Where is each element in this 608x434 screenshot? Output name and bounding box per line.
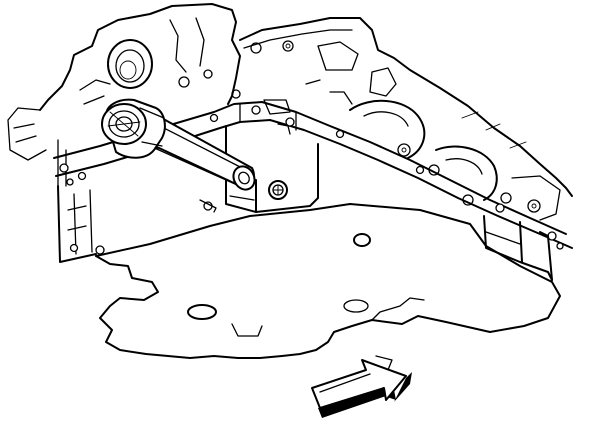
oil-pan (57, 125, 561, 371)
oil-filter-wrench (101, 98, 256, 191)
front-direction-arrow (311, 359, 412, 418)
engine-block (7, 3, 573, 221)
